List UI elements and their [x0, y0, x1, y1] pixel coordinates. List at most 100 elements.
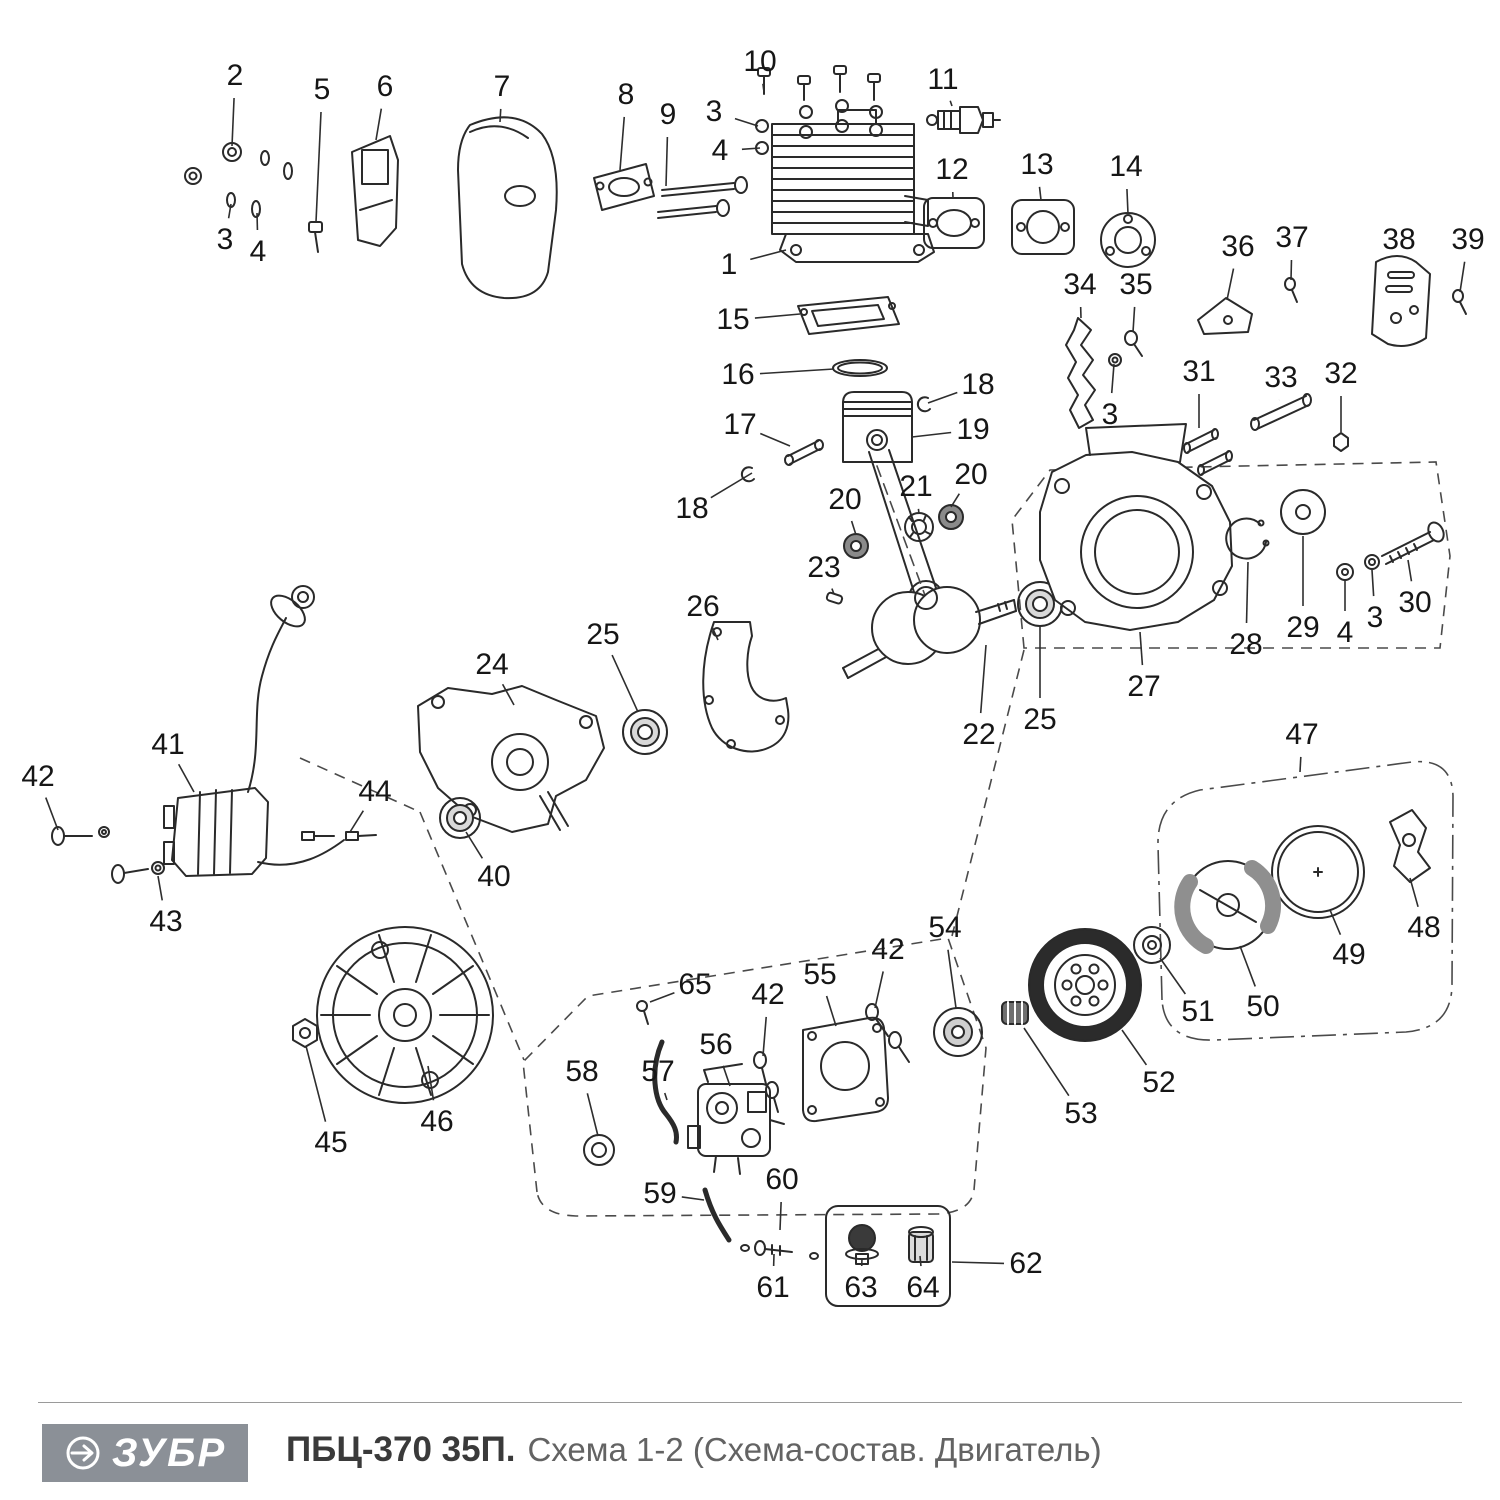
- part-label-16: 16: [721, 358, 755, 391]
- part-label-42: 42: [21, 760, 55, 793]
- scheme-name: Схема 1-2 (Схема-состав. Двигатель): [527, 1431, 1102, 1468]
- part-label-42: 42: [751, 978, 785, 1011]
- part-10-screws: [755, 65, 883, 155]
- part-39-screw: [1452, 289, 1467, 315]
- part-label-65: 65: [678, 968, 712, 1001]
- part-label-41: 41: [151, 728, 185, 761]
- part-label-40: 40: [477, 860, 511, 893]
- leader-lines-layer: [45, 83, 1466, 1267]
- part-41-ignition-coil: [163, 585, 345, 877]
- part-label-42: 42: [871, 933, 905, 966]
- part-5-screw: [308, 221, 323, 253]
- part-48-brake-lever: [1389, 809, 1431, 883]
- part-32-nut: [1333, 432, 1349, 452]
- part-7-muffler: [457, 116, 558, 300]
- part-17-piston-pin: [784, 439, 824, 466]
- part-label-49: 49: [1332, 938, 1366, 971]
- part-label-3: 3: [705, 95, 723, 128]
- part-16-piston-ring: [832, 359, 888, 377]
- part-label-4: 4: [249, 235, 267, 268]
- part-15-base-gasket: [797, 296, 900, 335]
- part-34-chain-catcher: [1065, 317, 1096, 429]
- part-label-10: 10: [743, 45, 777, 78]
- part-label-58: 58: [565, 1055, 599, 1088]
- part-label-13: 13: [1020, 148, 1054, 181]
- dashdot-boundary-brake: [1157, 760, 1454, 1041]
- part-label-35: 35: [1119, 268, 1153, 301]
- part-label-33: 33: [1264, 361, 1298, 394]
- part-64-plug: [908, 1226, 934, 1263]
- part-label-3: 3: [216, 223, 234, 256]
- part-label-25: 25: [1023, 703, 1057, 736]
- part-2-washer: [184, 142, 293, 218]
- part-29-washer: [1280, 489, 1326, 535]
- part-44-terminals: [301, 831, 377, 841]
- part-label-43: 43: [149, 905, 183, 938]
- part-6-cover-plate: [351, 135, 399, 247]
- part-label-51: 51: [1181, 995, 1215, 1028]
- part-label-52: 52: [1142, 1066, 1176, 1099]
- part-label-39: 39: [1451, 223, 1485, 256]
- part-55-gasket-plate: [802, 1016, 889, 1123]
- part-label-64: 64: [906, 1271, 940, 1304]
- part-label-2: 2: [226, 59, 244, 92]
- part-label-3: 3: [1366, 601, 1384, 634]
- part-label-30: 30: [1398, 586, 1432, 619]
- part-12-exhaust-gasket: [923, 197, 985, 249]
- part-label-18: 18: [961, 368, 995, 401]
- part-37-screw: [1284, 277, 1298, 303]
- part-18-circlips: [740, 396, 931, 483]
- part-31-pins: [1183, 428, 1233, 476]
- footer: ЗУБР ПБЦ-370 35П. Схема 1-2 (Схема-соста…: [0, 1402, 1500, 1500]
- part-label-37: 37: [1275, 221, 1309, 254]
- footer-divider: [38, 1402, 1462, 1403]
- part-59-hose: [702, 1187, 732, 1243]
- part-43-screw: [111, 861, 165, 884]
- part-label-59: 59: [643, 1177, 677, 1210]
- zubr-logo: ЗУБР: [42, 1424, 248, 1482]
- diagram-canvas: [51, 65, 1467, 1307]
- part-label-62: 62: [1009, 1247, 1043, 1280]
- part-40-bearing: [439, 797, 481, 839]
- part-label-38: 38: [1382, 223, 1416, 256]
- part-23-key: [825, 591, 844, 605]
- part-label-23: 23: [807, 551, 841, 584]
- part-label-4: 4: [1336, 616, 1354, 649]
- part-label-24: 24: [475, 648, 509, 681]
- part-label-11: 11: [927, 63, 959, 96]
- part-65-nipple: [636, 1000, 649, 1025]
- part-46-flywheel: [316, 926, 494, 1104]
- part-53-needle-bearing: [1001, 1001, 1029, 1025]
- part-label-20: 20: [828, 483, 862, 516]
- part-35-screw: [1108, 330, 1143, 367]
- part-42-screw-left: [51, 826, 110, 846]
- part-52-clutch-drum: [1028, 928, 1142, 1042]
- dashed-boundary-carburetor: [299, 649, 1025, 1217]
- part-49-brake-band: [1271, 825, 1365, 919]
- part-label-3: 3: [1101, 398, 1119, 431]
- part-label-19: 19: [956, 413, 990, 446]
- part-label-55: 55: [803, 958, 837, 991]
- part-label-7: 7: [493, 70, 511, 103]
- part-58-washer: [583, 1134, 615, 1166]
- part-label-34: 34: [1063, 268, 1097, 301]
- part-label-4: 4: [711, 134, 729, 167]
- part-62-kit-box: [825, 1205, 951, 1307]
- part-38-side-plate: [1371, 255, 1431, 347]
- part-22-crankshaft: [842, 586, 1017, 679]
- part-33-pin: [1250, 393, 1312, 431]
- part-label-17: 17: [723, 408, 757, 441]
- part-51-washer: [1133, 926, 1171, 964]
- zubr-logo-icon: [66, 1436, 100, 1470]
- part-label-20: 20: [954, 458, 988, 491]
- part-label-32: 32: [1324, 357, 1358, 390]
- part-label-53: 53: [1064, 1097, 1098, 1130]
- part-label-44: 44: [358, 775, 392, 808]
- part-label-28: 28: [1229, 628, 1263, 661]
- part-label-46: 46: [420, 1105, 454, 1138]
- part-label-50: 50: [1246, 990, 1280, 1023]
- part-label-18: 18: [675, 492, 709, 525]
- part-36-bracket: [1197, 297, 1253, 335]
- part-label-26: 26: [686, 590, 720, 623]
